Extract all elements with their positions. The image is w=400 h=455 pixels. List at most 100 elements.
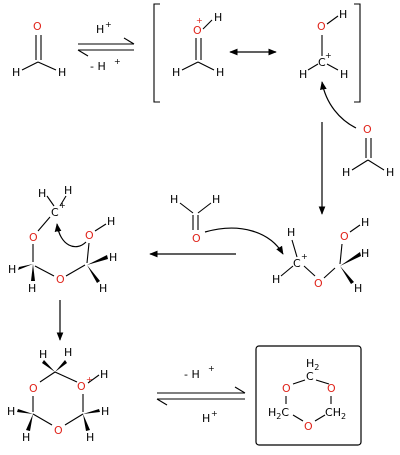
hydrogen-atom: H [339, 8, 347, 21]
hydrogen-atom: H [214, 11, 222, 24]
charge-sup: + [105, 20, 112, 29]
c-h-bond [280, 265, 294, 277]
hydrogen-atom: H [212, 193, 220, 206]
oxygen-atom: O [33, 20, 42, 33]
wedge-bond [31, 264, 35, 281]
hydrogen-atom: H [64, 184, 72, 197]
formaldehyde-third: H H O [170, 193, 220, 245]
o-c-bond [323, 267, 336, 279]
hydrogen-atom: H [386, 166, 394, 179]
hydrogen-atom: H [287, 226, 295, 239]
hydrogen-atom: H [342, 166, 350, 179]
trioxane-product: H2 C O O H2C CH2 O [255, 345, 362, 446]
c-h-bond [59, 195, 67, 207]
charge-plus: + [196, 16, 203, 25]
oxygen-atom: O [56, 273, 65, 286]
ring-bond [39, 371, 56, 383]
o-h-bond [349, 224, 361, 233]
hydrogen-atom: H [272, 273, 280, 286]
oxygen-atom: O [304, 420, 313, 433]
o-h-bond [202, 19, 213, 30]
oxygen-atom: O [54, 424, 63, 437]
left-bracket [153, 3, 160, 103]
charge-plus: + [325, 51, 332, 60]
ch2-right: CH2 [325, 406, 346, 421]
single-bond [197, 202, 212, 214]
equilibrium-protonation: H + - H + [77, 20, 135, 73]
c-o-bond [303, 265, 316, 277]
ring-bond [292, 379, 306, 385]
single-bond [181, 61, 199, 71]
wedge-bond [42, 360, 55, 372]
hydrogen-atom: H [361, 247, 369, 260]
hydrogen-atom: H [58, 66, 66, 79]
wedge-bond [87, 255, 108, 265]
o-h-bond [326, 15, 339, 25]
hydrogen-atom: H [109, 251, 117, 264]
o-c-bond [65, 264, 86, 277]
hemiformal-cation: H C + H O O H H H [272, 216, 369, 295]
carbon-atom: C [318, 56, 326, 69]
single-bond [197, 61, 215, 71]
ring-bond [64, 413, 84, 426]
carbon-top: C [306, 370, 314, 383]
hydrogen-atom: H [99, 282, 107, 295]
charge-sup: + [208, 364, 215, 373]
hydrogen-atom: H [299, 68, 307, 81]
hydrogen-atom: H [8, 263, 16, 276]
single-bond [367, 159, 385, 171]
hydrogen-atom: H [172, 66, 180, 79]
hydrogen-atom: H [101, 405, 109, 418]
product-box [255, 345, 362, 446]
equilibrium-arrow-back-head [156, 398, 168, 406]
wedge-bond [18, 264, 33, 270]
oxygen-atom: O [314, 277, 323, 290]
formaldehyde: O H H [12, 20, 66, 79]
curved-arrow-cyclization [54, 223, 87, 248]
oxygen-atom: O [340, 230, 349, 243]
wedge-bond [17, 409, 33, 414]
hydrogen-atom: H [64, 346, 72, 359]
hydrogen-atom: H [39, 348, 47, 361]
hydrogen-atom: H [340, 68, 348, 81]
charge-plus: + [86, 375, 93, 384]
single-bond [21, 61, 39, 71]
o-h-bond [94, 223, 107, 232]
wedge-bond [26, 414, 33, 431]
oxygen-atom: O [282, 382, 291, 395]
hydrogen-atom: H [28, 282, 36, 295]
oxygen-atom: O [317, 20, 326, 33]
formaldehyde-attacking: O H H [342, 123, 394, 179]
ch2-top: H2 [306, 357, 319, 372]
charge-plus: + [301, 252, 308, 261]
hydrogen-atom: H [216, 66, 224, 79]
ring-bond [32, 413, 53, 426]
condition-top: H [96, 23, 104, 36]
hydrogen-atom: H [86, 431, 94, 444]
open-chain-cation-cyclizing: H H C + O H H O O H H H [8, 184, 117, 295]
ring-bond [54, 371, 78, 383]
charge-sup: + [114, 57, 121, 66]
ring-bond [315, 379, 330, 385]
oxygen-atom: O [77, 380, 86, 393]
single-bond [307, 63, 319, 71]
charge-plus: + [59, 201, 66, 210]
protonated-formaldehyde-carbocation: O H C + H H [299, 8, 348, 81]
hydrogen-atom: H [22, 431, 30, 444]
equilibrium-arrow-forward-head [123, 37, 135, 45]
wedge-bond [340, 266, 354, 284]
oxygen-atom: O [85, 229, 94, 242]
carbon-atom: C [51, 206, 59, 219]
c-o-bond [339, 243, 343, 265]
equilibrium-deprotonation: - H + H + [156, 364, 246, 425]
o-h-bond [87, 374, 100, 384]
single-bond [326, 63, 339, 71]
right-bracket [354, 3, 361, 103]
equilibrium-arrow-back-head [77, 49, 89, 57]
hydrogen-atom: H [100, 368, 108, 381]
curved-arrow-attack [320, 81, 357, 129]
single-bond [37, 61, 57, 71]
single-bond [351, 159, 369, 171]
charge-sup: + [211, 409, 218, 418]
